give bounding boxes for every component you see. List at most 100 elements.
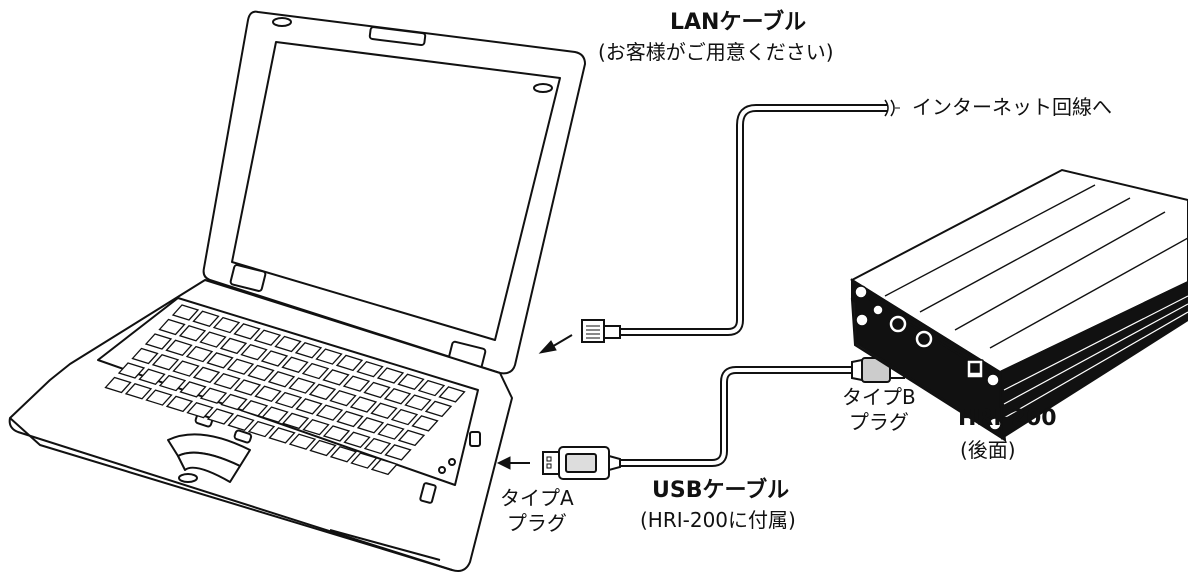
keyboard-key (247, 364, 275, 382)
lan-plug (581, 319, 605, 343)
lan-cable (581, 99, 895, 343)
hinge-left (229, 264, 267, 292)
keyboard-key (185, 345, 214, 363)
keyboard-key (104, 376, 132, 394)
keyboard-key (350, 452, 378, 469)
keyboard-key (363, 381, 391, 399)
keyboard-key (315, 348, 343, 365)
keyboard-key (302, 418, 330, 436)
keyboard-key (206, 408, 235, 425)
keyboard-key (178, 325, 207, 342)
keyboard-key (294, 342, 323, 359)
keyboard-key (397, 373, 425, 391)
lid-latch (368, 26, 427, 47)
keyboard-key (219, 337, 248, 355)
keyboard-key (233, 379, 262, 396)
keyboard-key (336, 410, 364, 428)
type-b-line1: タイプB (842, 385, 916, 409)
keyboard-key (322, 369, 350, 386)
keyboard-key (309, 439, 337, 457)
keyboard-key (165, 395, 194, 413)
lan-cable-note: (お客様がご用意ください) (598, 40, 834, 64)
keyboard-key (342, 375, 371, 392)
keyboard-key (131, 347, 159, 365)
keyboard-key (253, 329, 282, 346)
keyboard-key (138, 368, 166, 386)
keyboard-key (356, 360, 384, 378)
keyboard-key (267, 371, 296, 388)
keyboard-key (199, 387, 228, 404)
keyboard-key (212, 316, 241, 334)
keyboard-key (335, 354, 364, 372)
keyboard-key (192, 366, 221, 384)
device-name: HRI-200 (958, 406, 1057, 431)
keyboard-key (288, 433, 317, 450)
keyboard-key (261, 406, 289, 423)
keyboard-key (370, 402, 398, 420)
internet-label: インターネット回線へ (912, 95, 1112, 119)
keyboard-key (383, 388, 412, 405)
usb-type-a-plug (542, 446, 621, 480)
keyboard-key (376, 367, 405, 384)
keyboard-key (397, 429, 426, 447)
keyboard-key (301, 362, 330, 380)
keyboard-key (363, 437, 392, 455)
keyboard-key (295, 398, 323, 415)
keyboard-key (343, 431, 371, 449)
type-b-label: タイプB プラグ (842, 385, 916, 435)
keyboard-key (199, 331, 227, 348)
keyboard-key (186, 401, 214, 419)
keyboard-key (151, 354, 180, 371)
keyboard-key (370, 458, 399, 476)
keyboard-key (390, 408, 419, 426)
keyboard-key (192, 310, 220, 328)
keyboard-key (329, 389, 357, 407)
keyboard-key (172, 360, 200, 377)
keyboard-keys (104, 304, 466, 476)
keyboard-key (254, 385, 282, 403)
keyboard-key (206, 352, 234, 369)
hri-200-device (849, 168, 1188, 442)
keyboard-key (424, 400, 453, 418)
keyboard-key (308, 383, 337, 401)
type-a-line2: プラグ (506, 511, 567, 535)
keyboard-key (165, 339, 193, 357)
keyboard-key (233, 323, 261, 340)
keyboard-key (227, 414, 255, 432)
keyboard-key (438, 386, 466, 403)
keyboard-key (124, 383, 153, 400)
keyboard-key (349, 396, 378, 413)
laptop-screen (231, 41, 561, 341)
trackpoint (178, 473, 198, 483)
keyboard-key (145, 389, 173, 406)
keyboard-key (281, 412, 310, 430)
keyboard-key (281, 356, 309, 374)
type-a-label: タイプA プラグ (500, 486, 574, 536)
type-b-line2: プラグ (848, 410, 909, 434)
lan-arrow (538, 334, 573, 354)
keyboard-key (240, 343, 268, 361)
usb-cable-note: (HRI-200に付属) (640, 508, 796, 532)
keyboard-key (411, 415, 439, 432)
keyboard-key (315, 404, 344, 421)
keyboard-key (384, 444, 412, 461)
keyboard-key (268, 427, 296, 444)
keyboard-key (179, 381, 207, 398)
keyboard-key (377, 423, 405, 440)
keyboard-key (220, 393, 248, 411)
keyboard-key (240, 400, 269, 417)
keyboard-key (274, 335, 302, 353)
keyboard-key (417, 379, 446, 397)
keyboard-key (117, 362, 146, 379)
keyboard-key (260, 350, 289, 367)
keyboard-key (274, 391, 303, 409)
keyboard-key (158, 318, 186, 336)
keyboard-key (288, 377, 316, 394)
keyboard-key (171, 304, 200, 321)
device-side (998, 280, 1188, 440)
keyboard-key (404, 394, 432, 411)
usb-cable-title: USBケーブル (652, 478, 790, 503)
keyboard-key (356, 417, 385, 434)
keyboard-key (226, 358, 255, 375)
